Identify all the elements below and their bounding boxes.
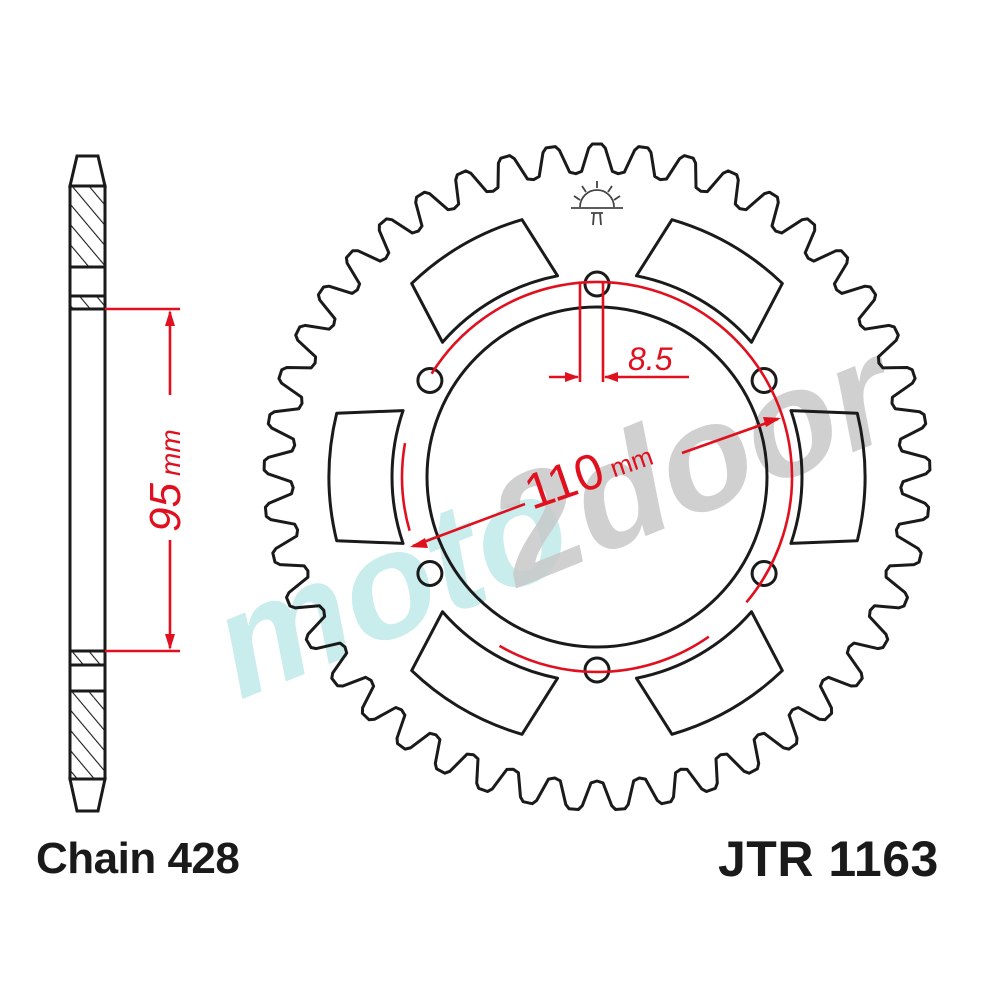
side-hatch-hub-bottom [68,649,107,667]
pcd-arc-left [400,442,411,532]
lightening-slot [410,218,560,344]
lightening-slot [327,409,405,545]
sprocket-side-profile [68,154,107,813]
lightening-slot [634,610,784,736]
bolt-hole [750,367,778,394]
center-bore [425,305,769,649]
bolt-hole [416,560,444,587]
side-hub [68,307,107,653]
bolt-holes [416,270,778,684]
arrow-up-icon [165,310,175,326]
lightening-slot [634,218,784,344]
arrow-right-icon [763,417,781,427]
arrow-right-icon [565,372,579,382]
side-bottom-tip [68,777,107,813]
jt-sunrise-logo-icon [571,181,623,226]
chain-size-label: Chain 428 [36,834,240,883]
lightening-slot [789,409,867,545]
bolt-hole [750,560,778,587]
side-hatch-hub-top [68,294,107,311]
side-hatch-bottom [68,689,107,781]
bolt-hole [416,367,444,394]
lightening-slots [327,218,867,736]
bolt-hole [583,270,611,298]
pcd-dimension [400,280,794,674]
side-gap-bottom [68,663,107,693]
arrow-down-icon [165,634,175,650]
part-number-label: JTR 1163 [718,831,939,887]
side-gap-top [68,265,107,298]
watermark-2door: 2door [464,303,923,619]
sprocket-teeth-outline [262,142,932,811]
side-top-tip [68,154,107,188]
arrow-left-icon [410,538,428,548]
bolt-hole [583,656,611,684]
side-hatch-top [68,184,107,269]
sprocket-front-view [262,142,932,811]
pcd-arc-top [430,280,794,604]
offset-unit: mm [155,429,186,476]
lightening-slot [410,610,560,736]
offset-value: 95 [141,483,190,532]
arrow-left-icon [604,372,618,382]
pcd-arc-bottom [498,635,710,674]
bolt-hole-diameter-label: 8.5 [628,341,673,377]
offset-dimension [105,307,180,653]
